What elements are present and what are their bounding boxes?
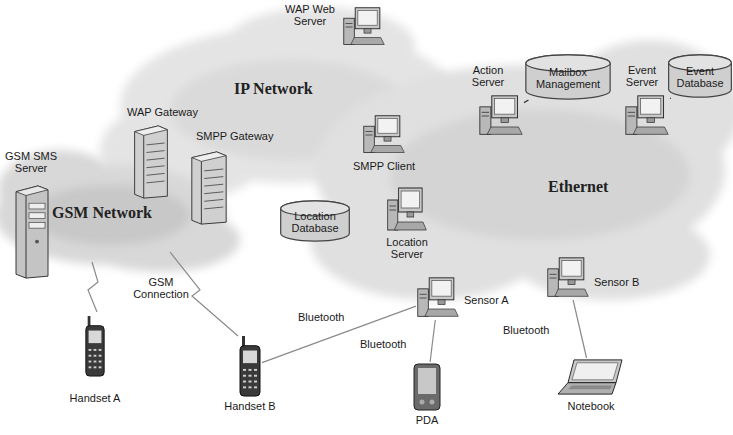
device-icon <box>342 6 386 48</box>
device-label: PDA <box>392 414 462 426</box>
device-label: Notebook <box>546 400 636 412</box>
network-device: Handset A <box>84 316 106 378</box>
device-label: Handset B <box>208 400 292 412</box>
network-device: WAP Web Server <box>342 6 386 48</box>
device-label: Sensor A <box>464 294 524 306</box>
network-device: SMPP Gateway <box>188 150 230 226</box>
device-icon <box>238 336 262 398</box>
connector-line <box>670 98 672 100</box>
network-name: Ethernet <box>548 178 608 196</box>
network-device: GSM SMS Server <box>12 184 52 280</box>
device-icon <box>416 276 460 320</box>
device-icon <box>84 316 106 378</box>
device-label: Location Database <box>280 210 350 234</box>
device-icon <box>131 124 171 200</box>
database-cylinder: Mailbox Management <box>525 54 611 100</box>
device-icon <box>188 150 230 226</box>
device-label: Mailbox Management <box>525 66 611 90</box>
ethernet-cloud <box>310 40 733 300</box>
device-label: GSM SMS Server <box>0 150 62 174</box>
device-icon <box>386 186 428 234</box>
device-icon <box>478 94 524 138</box>
link-caption: GSM Connection <box>126 276 196 300</box>
wireless-link <box>430 320 435 362</box>
device-label: Event Database <box>668 65 732 89</box>
network-device: Handset B <box>238 336 262 398</box>
network-device: Location Server <box>386 186 428 234</box>
edge-label: Bluetooth <box>298 311 344 323</box>
device-icon <box>362 114 406 156</box>
device-label: SMPP Gateway <box>196 130 286 142</box>
edge-label: Bluetooth <box>360 338 406 350</box>
device-label: Location Server <box>376 236 438 260</box>
device-icon <box>412 362 442 412</box>
device-label: Action Server <box>466 64 510 88</box>
database-cylinder: Location Database <box>280 200 350 242</box>
device-label: Handset A <box>54 392 136 404</box>
device-label: Event Server <box>620 64 664 88</box>
wireless-link <box>262 306 416 363</box>
device-icon <box>624 94 670 138</box>
network-device: Action Server <box>478 94 524 138</box>
wireless-link <box>573 300 586 358</box>
device-label: WAP Web Server <box>280 3 340 27</box>
device-icon <box>556 358 626 396</box>
network-device: Sensor B <box>546 256 590 300</box>
network-device: PDA <box>412 362 442 412</box>
network-name: GSM Network <box>52 204 152 222</box>
edge-label: Bluetooth <box>503 324 549 336</box>
device-label: Sensor B <box>594 276 654 288</box>
device-label: WAP Gateway <box>127 106 217 118</box>
device-label: SMPP Client <box>339 160 429 172</box>
database-cylinder: Event Database <box>668 54 732 98</box>
network-device: Sensor A <box>416 276 460 320</box>
network-name: IP Network <box>234 80 313 98</box>
network-device: Event Server <box>624 94 670 138</box>
device-icon <box>12 184 52 280</box>
device-icon <box>546 256 590 300</box>
network-device: Notebook <box>556 358 626 396</box>
network-device: WAP Gateway <box>131 124 171 200</box>
gsm-radio-link <box>88 262 98 312</box>
network-device: SMPP Client <box>362 114 406 156</box>
connector-line <box>524 100 528 103</box>
